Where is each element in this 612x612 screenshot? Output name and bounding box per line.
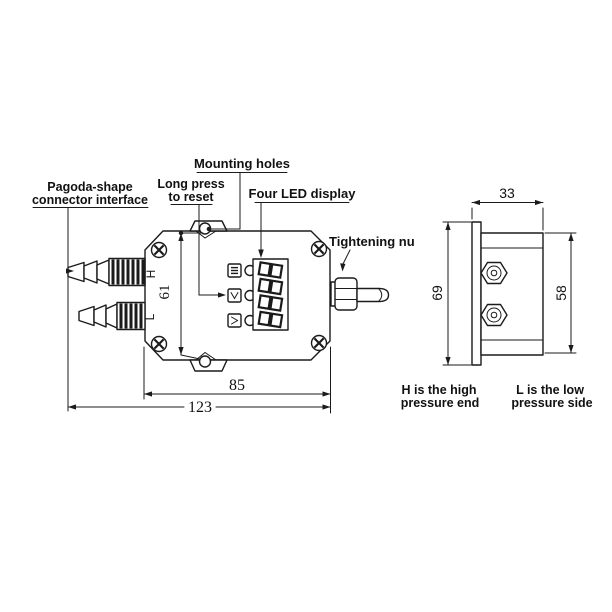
- svg-text:85: 85: [229, 377, 245, 394]
- dim-top-width: 33: [471, 185, 544, 231]
- port-label-l: L: [143, 313, 157, 320]
- svg-text:Pagoda-shape: Pagoda-shape: [47, 180, 132, 194]
- screw-icon: [310, 240, 328, 258]
- svg-text:Long press: Long press: [157, 177, 224, 191]
- down-button-icon: [227, 288, 242, 303]
- svg-text:Mounting holes: Mounting holes: [194, 156, 290, 171]
- svg-text:Tightening nu: Tightening nu: [329, 234, 415, 249]
- pagoda-connector-high: [67, 257, 146, 287]
- side-view: 33 69 58: [429, 185, 577, 366]
- note-high-pressure: H is the high pressure end: [401, 383, 480, 410]
- label-tightening-nut: Tightening nu: [329, 234, 415, 272]
- dim-flange-height: 69: [429, 221, 472, 366]
- callouts: Pagoda-shape connector interface Mountin…: [32, 156, 415, 412]
- label-led-display: Four LED display: [249, 186, 357, 258]
- dim-total-length: 123: [67, 399, 331, 416]
- side-flange: [471, 221, 482, 366]
- notes: H is the high pressure end L is the low …: [401, 383, 593, 410]
- menu-button-icon: [227, 263, 242, 278]
- dim-body-width: 85: [143, 346, 331, 414]
- label-long-press: Long press to reset: [157, 177, 226, 298]
- screw-icon: [150, 335, 168, 353]
- dim-hole-spacing: 61: [157, 230, 204, 360]
- svg-text:H is the high: H is the high: [402, 383, 477, 397]
- svg-text:58: 58: [553, 285, 569, 301]
- screw-icon: [310, 334, 328, 352]
- svg-text:69: 69: [429, 285, 445, 301]
- side-body: [480, 232, 544, 356]
- hex-fitting-low: [480, 303, 508, 327]
- pagoda-connector-low: [78, 301, 146, 331]
- svg-text:L is the low: L is the low: [516, 383, 584, 397]
- dim-body-height: 58: [544, 232, 577, 354]
- mounting-ear-bottom: [189, 351, 228, 372]
- led-display: [252, 258, 289, 331]
- svg-text:to reset: to reset: [168, 190, 214, 204]
- svg-text:connector interface: connector interface: [32, 193, 148, 207]
- front-dimensions: 61 85 123: [67, 230, 331, 416]
- mounting-hole-bottom: [198, 355, 212, 368]
- screw-icon: [150, 241, 168, 259]
- hex-fitting-high: [480, 261, 508, 285]
- svg-text:61: 61: [157, 285, 173, 300]
- svg-text:33: 33: [499, 185, 515, 201]
- port-label-h: H: [144, 270, 158, 279]
- svg-text:pressure end: pressure end: [401, 396, 480, 410]
- svg-text:pressure side: pressure side: [511, 396, 592, 410]
- right-button-icon: [227, 313, 242, 328]
- note-low-pressure: L is the low pressure side: [511, 383, 592, 410]
- svg-text:Four LED display: Four LED display: [249, 186, 357, 201]
- tightening-nut: [330, 277, 358, 311]
- pressure-probe: [356, 287, 390, 303]
- label-pagoda: Pagoda-shape connector interface: [32, 180, 149, 412]
- label-mounting-holes: Mounting holes: [194, 156, 290, 232]
- svg-text:123: 123: [188, 399, 212, 416]
- front-view: H L: [67, 220, 390, 372]
